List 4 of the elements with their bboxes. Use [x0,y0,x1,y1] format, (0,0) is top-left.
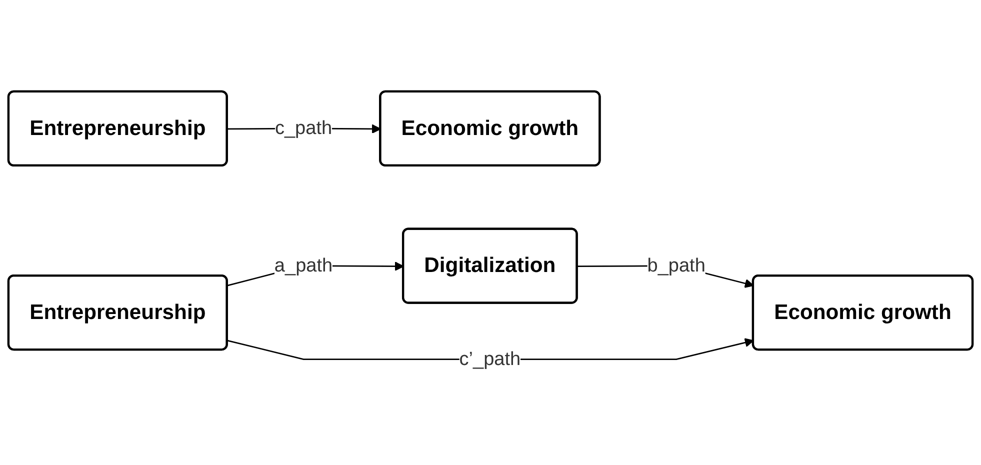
edge-label: a_path [274,254,333,276]
edge-label: c_path [274,117,332,138]
edge-label: b_path [647,254,706,276]
edge-label: c’_path [459,348,521,370]
